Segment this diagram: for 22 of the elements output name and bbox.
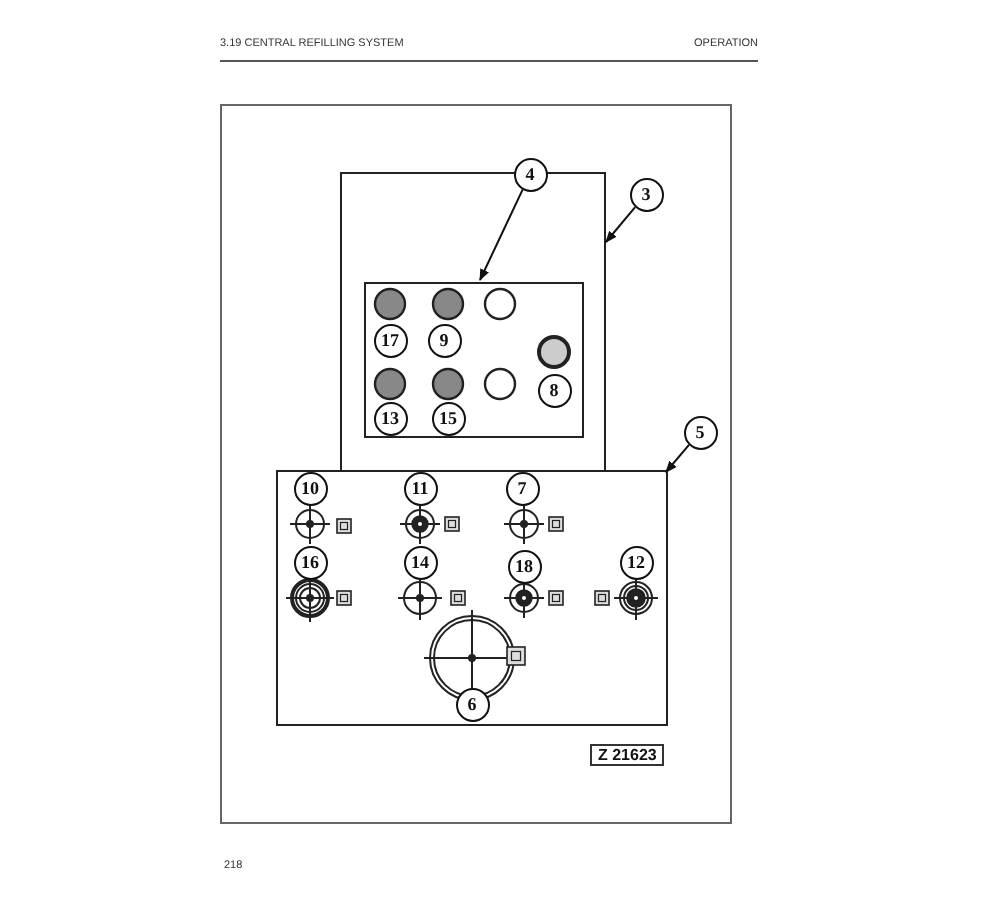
callout-number: 9 <box>427 323 461 357</box>
callout-number: 12 <box>619 545 653 579</box>
leader-line <box>479 188 524 282</box>
callout-number: 11 <box>403 471 437 505</box>
callout-number: 7 <box>505 471 539 505</box>
callout-number: 5 <box>683 415 717 449</box>
panel-box <box>276 470 668 726</box>
callout-number: 6 <box>455 687 489 721</box>
callout-number: 13 <box>373 401 407 435</box>
callout-number: 10 <box>293 471 327 505</box>
leader-line <box>665 443 690 473</box>
drawing-number: Z 21623 <box>590 744 665 766</box>
callout-number: 18 <box>507 549 541 583</box>
callout-number: 8 <box>537 373 571 407</box>
leader-line <box>605 206 637 243</box>
callout-number: 16 <box>293 545 327 579</box>
callout-number: 17 <box>373 323 407 357</box>
panel-box <box>364 282 584 438</box>
callout-number: 4 <box>513 157 547 191</box>
callout-number: 14 <box>403 545 437 579</box>
callout-number: 3 <box>629 177 663 211</box>
callout-number: 15 <box>431 401 465 435</box>
